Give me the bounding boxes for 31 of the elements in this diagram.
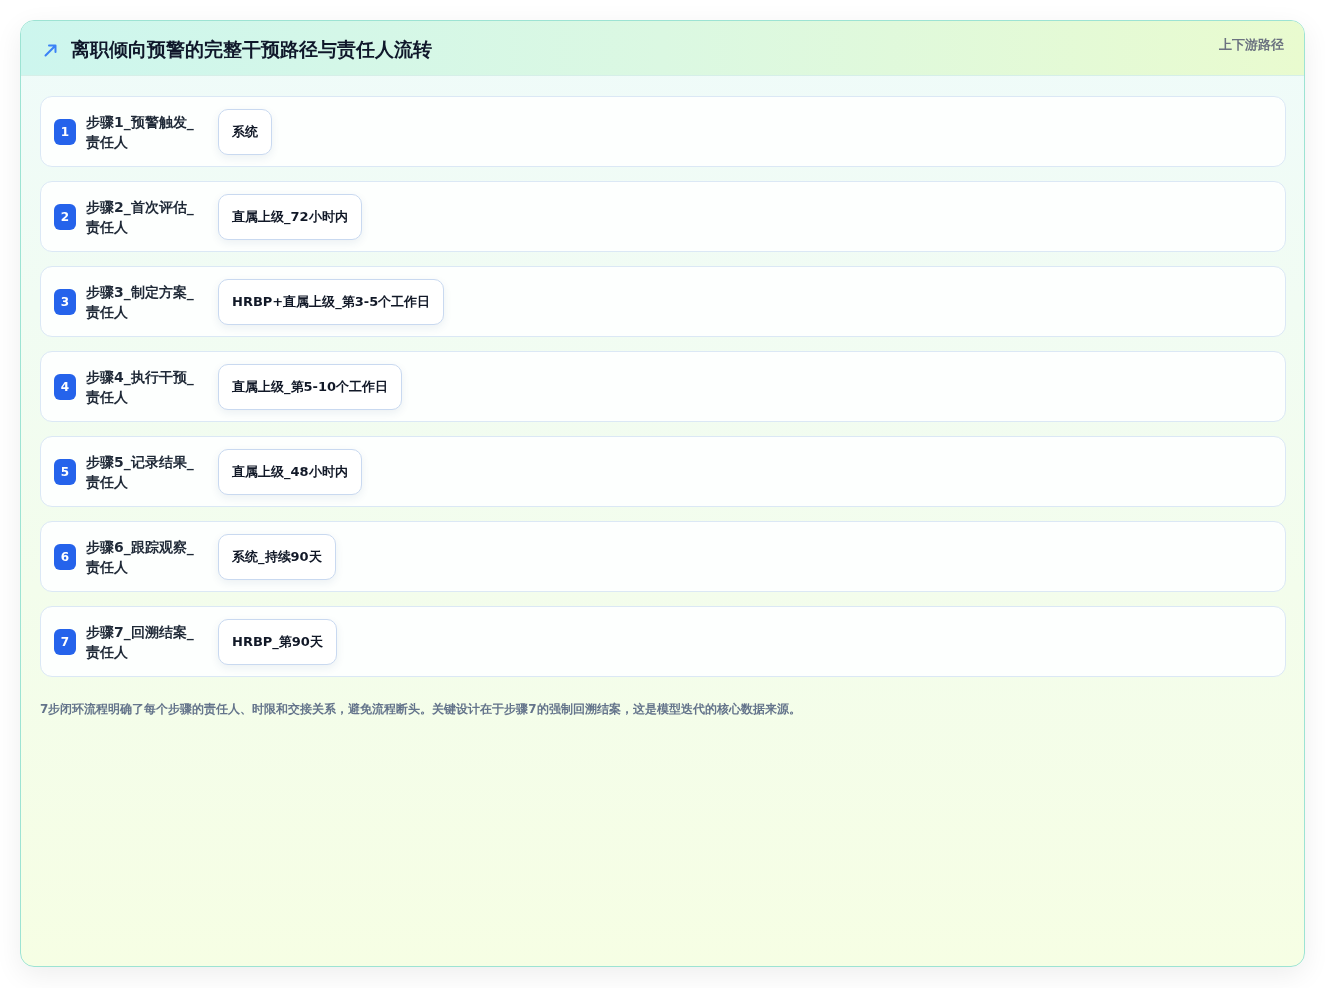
step-number-badge: 6 [54,543,76,570]
step-row [40,266,1286,337]
step-label: 步骤2_首次评估_责任人 [86,197,195,237]
responsible-tag: HRBP+直属上级_第3-5个工作日 [218,278,445,325]
caption-note: 7步闭环流程明确了每个步骤的责任人、时限和交接关系，避免流程断头。关键设计在于步骤7的强制回溯结案，这是模型迭代的核心数据来源。 [40,701,801,717]
step-number-badge: 5 [54,458,76,485]
step-row [40,436,1286,507]
step-label: 步骤6_跟踪观察_责任人 [86,537,195,577]
step-row [40,181,1286,252]
step-row [40,351,1286,422]
responsible-tag: 系统 [218,108,272,155]
step-label: 步骤4_执行干预_责任人 [86,367,195,407]
step-label: 步骤3_制定方案_责任人 [86,282,195,322]
step-number-badge: 7 [54,628,76,655]
step-number-badge: 3 [54,288,76,315]
step-label: 步骤1_预警触发_责任人 [86,112,195,152]
diagram-title: 离职倾向预警的完整干预路径与责任人流转 [71,37,432,62]
step-row [40,521,1286,592]
step-row [40,606,1286,677]
step-label: 步骤7_回溯结案_责任人 [86,622,195,662]
step-number-badge: 1 [54,118,76,145]
responsible-tag: HRBP_第90天 [218,618,337,665]
responsible-tag: 系统_持续90天 [218,533,336,580]
step-label: 步骤5_记录结果_责任人 [86,452,195,492]
step-number-badge: 2 [54,203,76,230]
responsible-tag: 直属上级_第5-10个工作日 [218,363,403,410]
section-tag-text: 上下游路径 [1219,36,1284,54]
step-number-badge: 4 [54,373,76,400]
step-row [40,96,1286,167]
responsible-tag: 直属上级_48小时内 [218,448,362,495]
responsible-tag: 直属上级_72小时内 [218,193,362,240]
